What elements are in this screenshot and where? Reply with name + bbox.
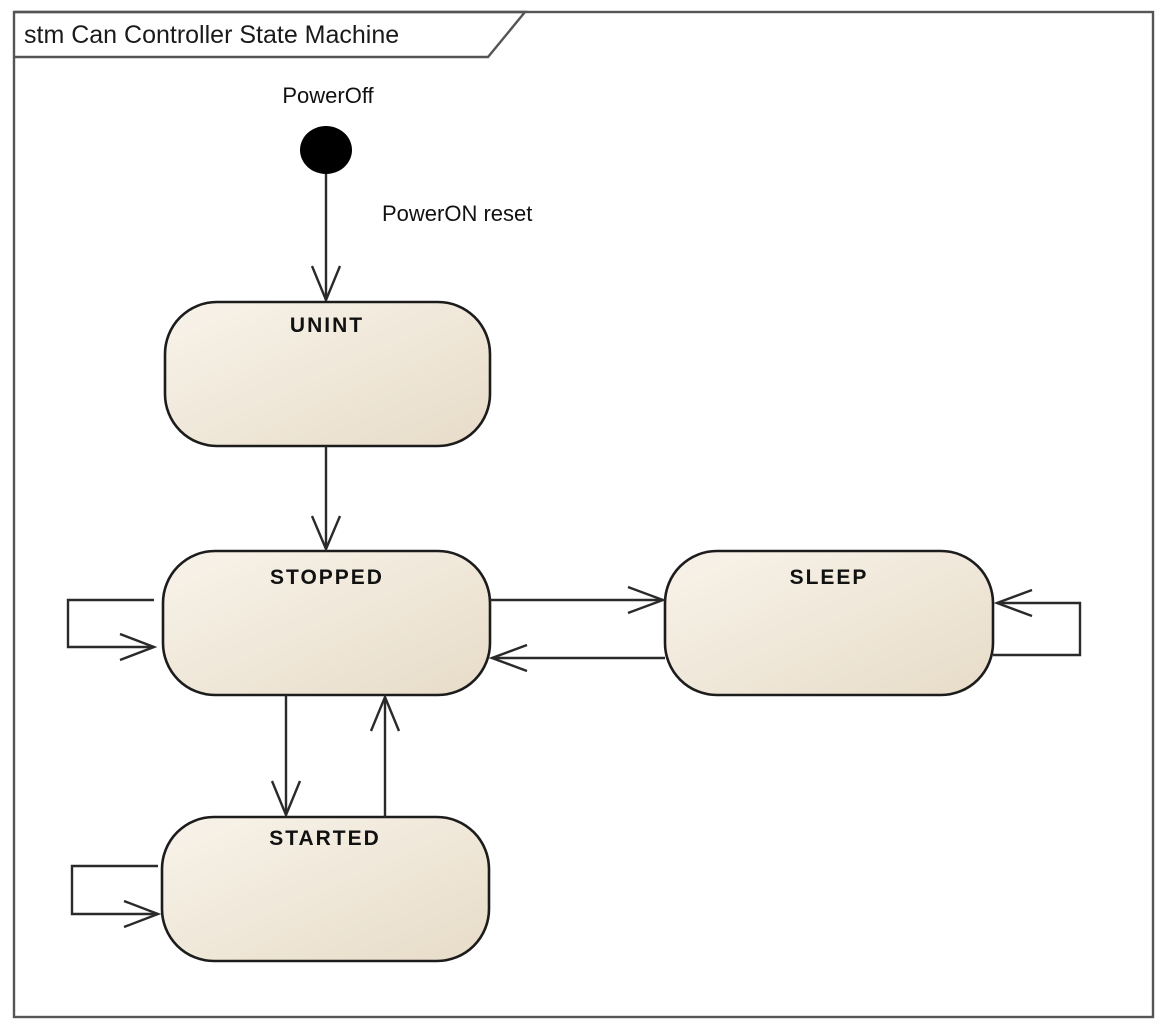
transition-stopped-self-loop — [66, 598, 158, 662]
transition-poweron-reset — [310, 174, 342, 304]
transition-poweron-reset-label: PowerON reset — [382, 201, 532, 226]
transition-started-to-stopped — [369, 693, 401, 817]
transition-unint-to-stopped — [310, 446, 342, 553]
state-sleep-name: SLEEP — [790, 566, 869, 589]
diagram-frame: stm Can Controller State Machine — [12, 10, 1155, 1019]
initial-state-label: PowerOff — [282, 83, 374, 108]
initial-state-node — [300, 126, 352, 174]
state-sleep: SLEEP — [663, 549, 995, 697]
state-stopped: STOPPED — [161, 549, 492, 697]
state-stopped-name: STOPPED — [270, 566, 384, 589]
state-started: STARTED — [160, 815, 491, 963]
transition-sleep-self-loop — [993, 588, 1082, 657]
frame-title: stm Can Controller State Machine — [24, 21, 399, 49]
frame-border — [12, 10, 1155, 1019]
state-unint-name: UNINT — [290, 314, 364, 337]
state-started-name: STARTED — [269, 827, 381, 850]
state-unint: UNINT — [163, 300, 492, 448]
transition-stopped-to-started — [270, 695, 302, 819]
frame-label-tab — [14, 10, 528, 59]
transition-stopped-to-sleep — [490, 585, 667, 615]
transition-started-self-loop — [70, 864, 162, 929]
transition-sleep-to-stopped — [488, 643, 665, 673]
